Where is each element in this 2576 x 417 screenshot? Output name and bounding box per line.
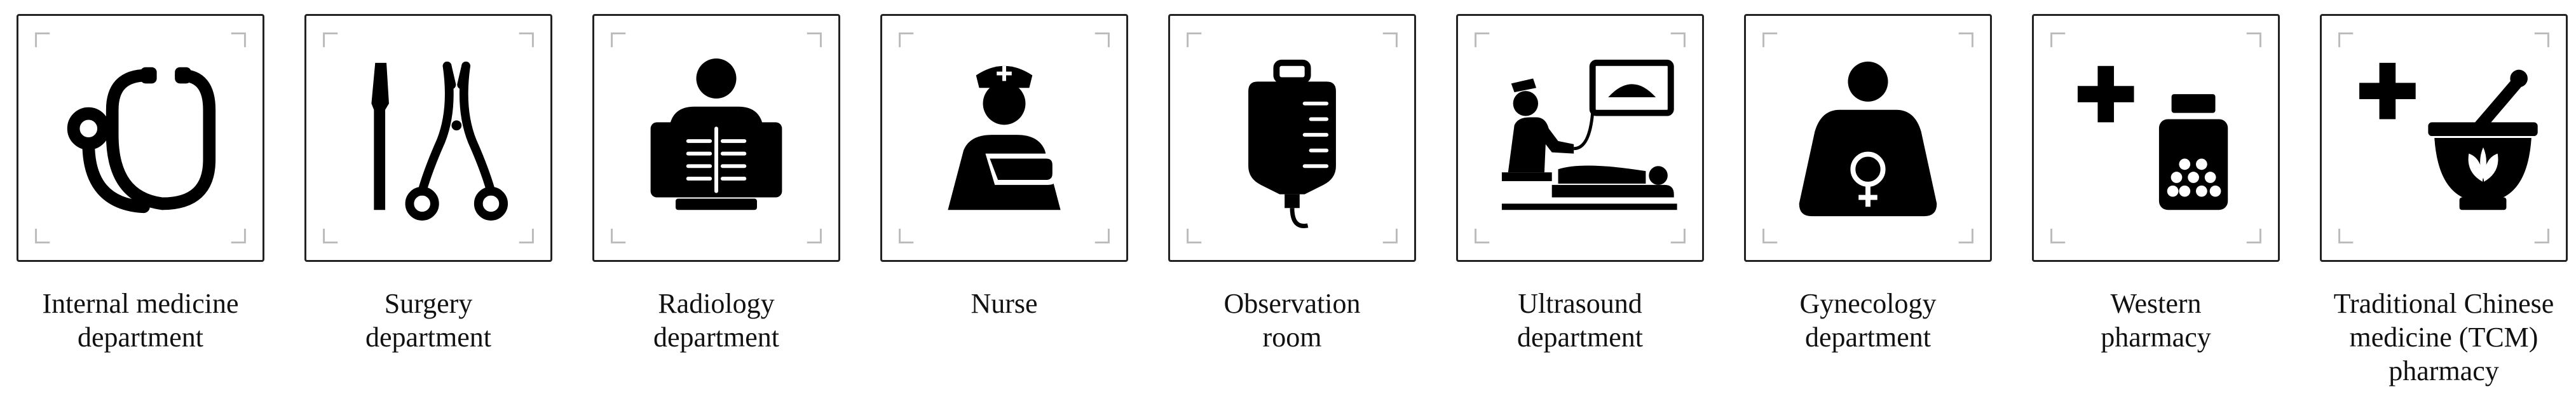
sign-card: [2032, 14, 2280, 262]
caption-line: medicine (TCM): [2349, 321, 2539, 353]
sign-card: [1456, 14, 1704, 262]
caption-line: pharmacy: [2389, 355, 2499, 386]
caption-line: Nurse: [971, 288, 1038, 319]
caption-line: Traditional Chinese: [2333, 288, 2554, 319]
mortar-pestle-icon: [2338, 32, 2549, 243]
stethoscope-icon: [35, 32, 246, 243]
nurse-icon: [899, 32, 1110, 243]
caption-line: Gynecology: [1799, 288, 1937, 319]
sign-tcm-pharmacy: Traditional Chinese medicine (TCM) pharm…: [2320, 14, 2572, 388]
sign-nurse: Nurse: [880, 14, 1132, 321]
iv-bag-icon: [1187, 32, 1398, 243]
sign-card: [592, 14, 840, 262]
caption-line: department: [1517, 321, 1643, 353]
sign-caption: Internal medicine department: [17, 287, 264, 355]
sign-caption: Western pharmacy: [2032, 287, 2280, 355]
sign-card: [2320, 14, 2568, 262]
caption-line: Surgery: [384, 288, 473, 319]
sign-radiology: Radiology department: [592, 14, 844, 355]
caption-line: Observation: [1223, 288, 1361, 319]
sign-surgery: Surgery department: [304, 14, 556, 355]
pill-bottle-icon: [2050, 32, 2261, 243]
caption-line: department: [1805, 321, 1931, 353]
caption-line: Internal medicine: [42, 288, 239, 319]
caption-line: department: [78, 321, 203, 353]
caption-line: Western: [2110, 288, 2202, 319]
sign-card: [1168, 14, 1416, 262]
caption-line: pharmacy: [2101, 321, 2211, 353]
sign-ultrasound: Ultrasound department: [1456, 14, 1708, 355]
caption-line: Ultrasound: [1518, 288, 1642, 319]
caption-line: room: [1262, 321, 1322, 353]
sign-card: [880, 14, 1128, 262]
sign-card: [1744, 14, 1992, 262]
sign-gynecology: Gynecology department: [1744, 14, 1996, 355]
sign-caption: Surgery department: [304, 287, 552, 355]
sign-observation-room: Observation room: [1168, 14, 1420, 355]
scalpel-forceps-icon: [323, 32, 534, 243]
sign-caption: Traditional Chinese medicine (TCM) pharm…: [2320, 287, 2568, 388]
sign-caption: Gynecology department: [1744, 287, 1992, 355]
ultrasound-icon: [1475, 32, 1686, 243]
sign-western-pharmacy: Western pharmacy: [2032, 14, 2284, 355]
pregnant-woman-icon: [1762, 32, 1973, 243]
sign-card: [17, 14, 264, 262]
caption-line: Radiology: [658, 288, 775, 319]
caption-line: department: [653, 321, 779, 353]
sign-caption: Nurse: [880, 287, 1128, 321]
sign-card: [304, 14, 552, 262]
sign-caption: Observation room: [1168, 287, 1416, 355]
sign-caption: Radiology department: [592, 287, 840, 355]
sign-caption: Ultrasound department: [1456, 287, 1704, 355]
sign-internal-medicine: Internal medicine department: [17, 14, 268, 355]
xray-icon: [611, 32, 822, 243]
caption-line: department: [365, 321, 491, 353]
